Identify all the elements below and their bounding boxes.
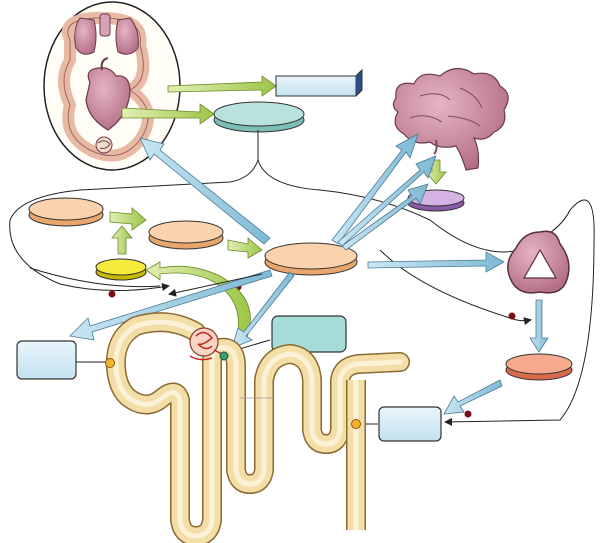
- hormone-box-right: [378, 406, 442, 442]
- feedback-line-left: [9, 130, 259, 292]
- marker-dot: [108, 290, 116, 298]
- arrow-salmon-to-box: [443, 379, 503, 415]
- arrow-adrenal-to-salmon: [529, 299, 549, 353]
- teal-disc: [213, 101, 305, 133]
- adrenal-gland-icon: [507, 230, 570, 294]
- arrow-heart-to-teal-disc: [121, 103, 215, 125]
- peach-disc-left: [28, 197, 104, 227]
- nephron-icon: [105, 312, 410, 543]
- arrow-center-to-brain-2: [337, 155, 437, 247]
- receptor-marker: [105, 358, 115, 368]
- heart-lungs-icon: [43, 1, 181, 171]
- arrow-center-to-left-box: [69, 269, 273, 341]
- arrow-center-to-glomerulus: [231, 271, 295, 349]
- arrow-center-to-adrenal: [367, 251, 505, 273]
- arrow-peach-to-center: [227, 237, 263, 259]
- hormone-box-top: [275, 68, 363, 97]
- arrow-peach-to-peach: [109, 207, 147, 231]
- central-peach-disc: [264, 242, 358, 276]
- arrow-center-to-brain-3: [341, 183, 429, 251]
- brain-icon: [392, 67, 509, 171]
- feedback-line-to-salmon: [379, 249, 532, 326]
- yellow-disc: [95, 258, 147, 281]
- arrow-center-to-brain-1: [331, 133, 419, 245]
- marker-dot: [508, 312, 516, 320]
- arrow-kidney-to-yellow: [145, 261, 251, 341]
- arrow-yellow-to-peach: [111, 225, 133, 255]
- arrow-heart-to-box: [167, 75, 277, 97]
- receptor-marker: [351, 419, 361, 429]
- marker-dot: [464, 410, 472, 418]
- arrow-brain-to-purple-disc: [425, 159, 447, 185]
- hormone-box-left: [16, 340, 77, 380]
- peach-disc-middle: [148, 220, 224, 250]
- arrow-center-to-heart: [139, 137, 271, 245]
- salmon-disc: [505, 353, 573, 381]
